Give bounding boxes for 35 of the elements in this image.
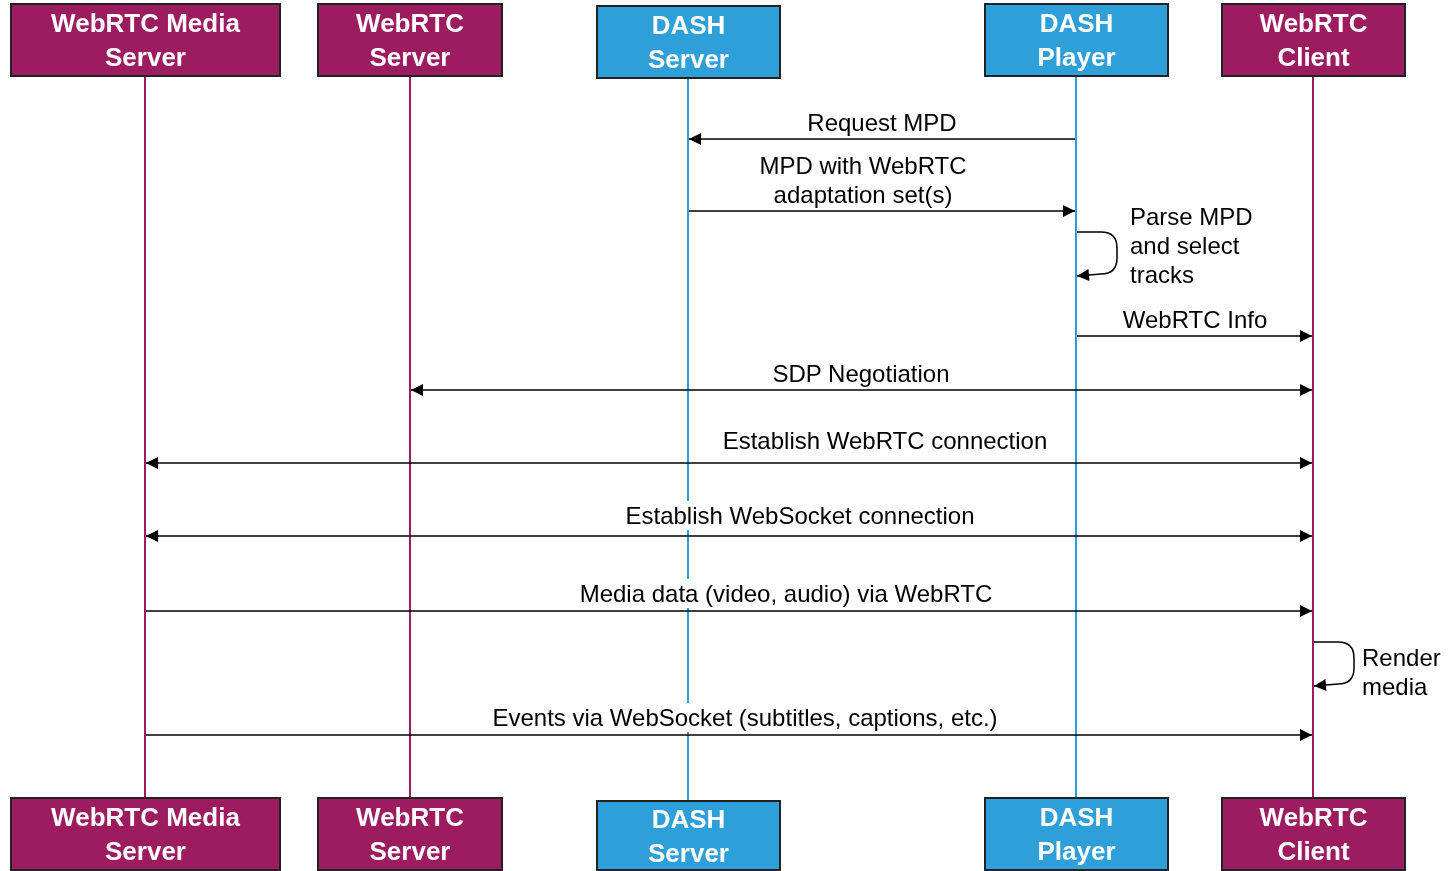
participant-name: WebRTC Media Server <box>50 801 241 868</box>
participant-name: WebRTC Client <box>1258 801 1369 868</box>
participant-name: WebRTC Media Server <box>50 7 241 74</box>
participant-box <box>317 797 503 871</box>
participant-box <box>984 3 1169 77</box>
lifeline <box>1075 77 1077 797</box>
participant-name: WebRTC Server <box>355 801 465 868</box>
message-arrow <box>1076 330 1313 342</box>
lifeline <box>409 77 411 797</box>
message-arrow <box>145 605 1313 617</box>
message-arrow <box>145 530 1313 542</box>
participant-name: DASH Server <box>647 802 730 870</box>
participant-box <box>10 3 281 77</box>
message-arrow <box>688 133 1076 145</box>
self-message-arrow <box>1313 641 1355 691</box>
participant-name: DASH Player <box>1036 7 1117 74</box>
message-arrow <box>145 729 1313 741</box>
participant-box <box>317 3 503 77</box>
participant-box <box>596 5 781 79</box>
lifeline <box>1312 77 1314 797</box>
lifeline <box>144 77 146 797</box>
participant-name: DASH Server <box>647 9 730 76</box>
message-arrow <box>145 457 1313 469</box>
participant-box <box>1221 3 1406 77</box>
participant-name: DASH Player <box>1036 801 1117 868</box>
participant-box <box>596 800 781 871</box>
participant-box <box>984 797 1169 871</box>
participant-name: WebRTC Server <box>355 7 465 74</box>
lifeline <box>687 79 689 800</box>
participant-box <box>10 797 281 871</box>
participant-name: WebRTC Client <box>1258 7 1369 74</box>
message-arrow <box>688 205 1076 217</box>
message-arrow <box>410 384 1313 396</box>
participant-box <box>1221 797 1406 871</box>
self-message-arrow <box>1076 231 1118 281</box>
